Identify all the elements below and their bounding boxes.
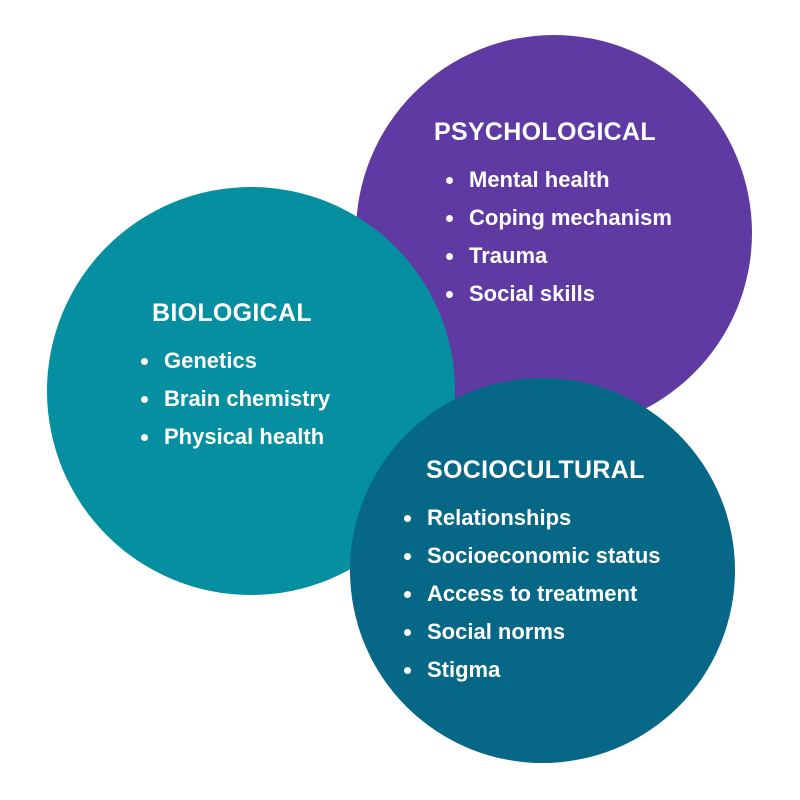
biological-section: BIOLOGICAL Genetics Brain chemistry Phys… [141, 299, 330, 456]
list-item: Social norms [402, 613, 661, 651]
psychological-title: PSYCHOLOGICAL [434, 118, 656, 146]
sociocultural-list: Relationships Socioeconomic status Acces… [402, 499, 661, 689]
list-item: Mental health [444, 161, 672, 199]
sociocultural-title: SOCIOCULTURAL [426, 456, 645, 484]
list-item: Physical health [139, 418, 330, 456]
list-item: Genetics [139, 342, 330, 380]
list-item: Social skills [444, 275, 672, 313]
list-item: Relationships [402, 499, 661, 537]
list-item: Socioeconomic status [402, 537, 661, 575]
biological-title: BIOLOGICAL [152, 299, 312, 327]
list-item: Stigma [402, 651, 661, 689]
list-item: Trauma [444, 237, 672, 275]
list-item: Brain chemistry [139, 380, 330, 418]
psychological-section: PSYCHOLOGICAL Mental health Coping mecha… [434, 118, 672, 313]
sociocultural-section: SOCIOCULTURAL Relationships Socioeconomi… [403, 456, 661, 689]
list-item: Coping mechanism [444, 199, 672, 237]
list-item: Access to treatment [402, 575, 661, 613]
sociocultural-circle [350, 378, 735, 763]
biological-list: Genetics Brain chemistry Physical health [139, 342, 330, 456]
psychological-list: Mental health Coping mechanism Trauma So… [444, 161, 672, 313]
